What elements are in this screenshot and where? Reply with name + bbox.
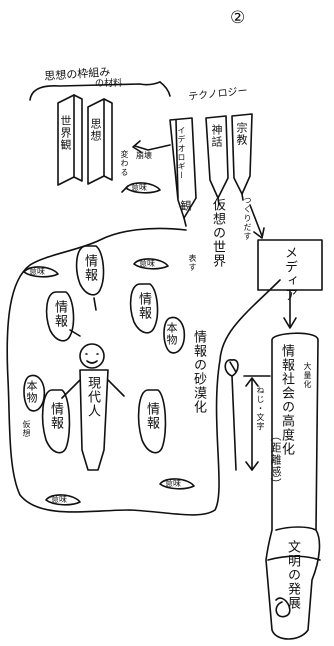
info-bubble-3 [129,283,159,334]
pillar-thought-label: 思想 [89,118,102,142]
replace-label: 変わる [120,150,129,177]
flag-meaning-label-3: 意味 [139,259,155,268]
header-bracket [29,81,161,101]
fake-label: 仮想 [22,420,31,438]
wrench-tool [224,359,239,471]
flag-meaning-2 [23,266,59,278]
pillar-world-view-label: 世界観 [59,115,72,151]
info-bubble-5 [137,389,167,454]
info-society-label: 情報社会の高度化 [279,344,294,456]
info-bubble-4 [41,389,71,454]
pencil-myth-label: 神話 [210,124,223,148]
flag-meaning-3 [133,258,169,270]
arrow-create [249,204,263,237]
create-label: つくりだす [243,196,252,241]
modern-person-figure [61,343,125,471]
flag-meaning-5 [45,494,81,506]
info-bubble-2 [45,291,75,342]
desertification-label: 情報の砂漠化 [191,330,206,414]
info-bubble-1 [75,245,105,296]
pencil-religion [231,113,253,201]
large-volume-label: 大量化 [303,362,312,389]
header-bracket-right [159,81,171,97]
tool-label: ねじ・文字 [256,386,265,431]
scroll-outline [265,332,321,640]
flag-meaning-1 [121,182,161,194]
real-bubble-1 [163,316,186,354]
info-label-2: 情報 [52,300,67,328]
arrow-collapse [134,144,171,151]
info-label-3: 情報 [136,292,151,320]
pencil-myth [205,115,229,206]
pillar-world-view [57,94,83,186]
real-bubble-2 [23,374,46,412]
virtual-world-label: 仮想の世界 [210,198,225,268]
media-label: メディア [282,246,297,302]
media-box [257,239,323,291]
symbolize-label: 表す [188,254,197,272]
flag-meaning-label-1: 意味 [131,183,147,192]
info-label-4: 情報 [48,402,63,430]
info-label-1: 情報 [82,254,97,282]
flag-meaning-label-2: 意味 [29,267,45,276]
pillar-thought [87,98,113,185]
flag-meaning-4 [159,478,195,490]
collapse-label: 崩壊 [136,151,152,160]
civilization-label: 文明の発展 [285,540,300,610]
pencil-ideology [169,117,197,227]
pencil-religion-label: 宗教 [235,122,248,146]
flag-meaning-label-5: 意味 [51,495,67,504]
virtual-world-outline [6,227,281,516]
page-number: ② [230,8,246,28]
info-label-5: 情報 [144,402,159,430]
pencil-ideology-label: イデオロギー [177,126,186,180]
header-material-label: の材料 [95,79,123,89]
view-label: 観 [179,200,192,212]
distance-label: （距離感） [269,430,282,490]
real-label-1: 本物 [165,322,178,346]
modern-person-label: 現代人 [85,376,100,418]
flag-meaning-label-4: 意味 [165,479,181,488]
real-label-2: 本物 [25,380,38,404]
